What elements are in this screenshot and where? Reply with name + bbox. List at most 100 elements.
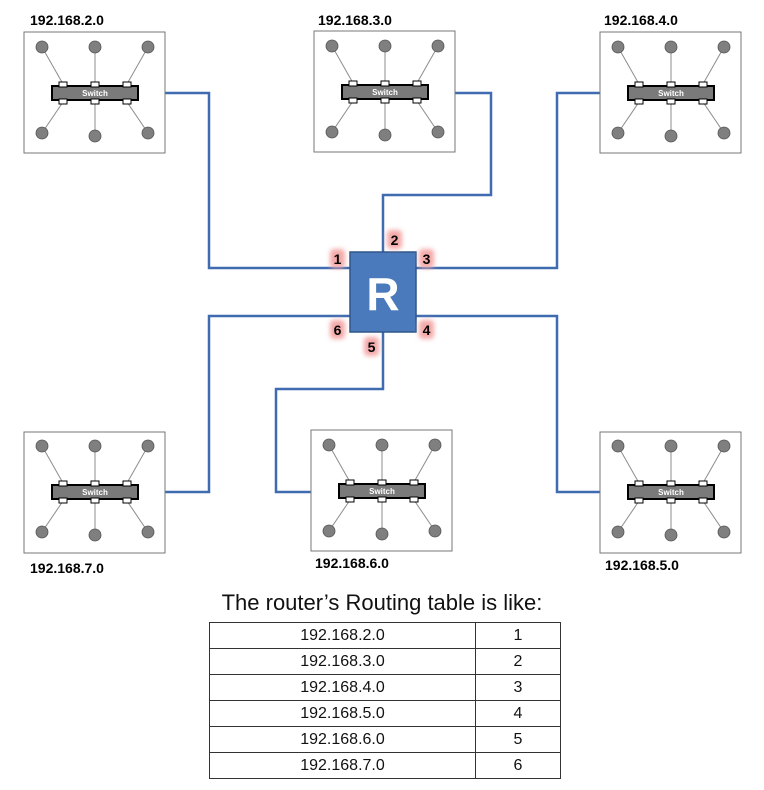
switch-port	[122, 480, 132, 487]
table-cell-network: 192.168.6.0	[209, 726, 476, 753]
link-net6-port5	[274, 332, 385, 494]
host-node	[378, 128, 392, 142]
switch-port	[90, 98, 100, 105]
host-node	[322, 438, 336, 452]
link-net5-port4	[416, 314, 630, 494]
host-link	[416, 45, 439, 84]
switch-port	[90, 497, 100, 504]
host-node	[664, 129, 678, 143]
table-row: 192.168.2.0 1	[209, 622, 561, 649]
host-node	[141, 525, 155, 539]
switch-port	[58, 81, 68, 88]
host-node	[664, 528, 678, 542]
switch-label: Switch	[82, 89, 108, 98]
switch-port	[90, 81, 100, 88]
host-node	[431, 125, 445, 139]
switch-port	[58, 497, 68, 504]
switch-port	[698, 81, 708, 88]
host-node	[35, 439, 49, 453]
switch-label: Switch	[372, 88, 398, 97]
table-row: 192.168.6.0 5	[209, 726, 561, 753]
switch-port	[666, 81, 676, 88]
table-row: 192.168.7.0 6	[209, 752, 561, 779]
switch-cluster-net4: Switch	[611, 40, 731, 143]
network-label-net6: 192.168.6.0	[315, 555, 389, 571]
table-row: 192.168.4.0 3	[209, 674, 561, 701]
switch-port	[345, 479, 355, 486]
host-link	[126, 445, 149, 484]
port-3: 3	[419, 249, 434, 268]
switch-label: Switch	[82, 488, 108, 497]
host-node	[717, 40, 731, 54]
port-labels: 1 2 3 4 5 6	[330, 230, 434, 356]
switch-port	[698, 497, 708, 504]
switch-port	[58, 480, 68, 487]
switch-port	[377, 496, 387, 503]
host-node	[664, 40, 678, 54]
host-node	[611, 439, 625, 453]
host-link	[126, 46, 149, 85]
port-4: 4	[419, 320, 434, 339]
host-node	[717, 525, 731, 539]
table-cell-port: 3	[475, 674, 561, 701]
switch-port	[58, 98, 68, 105]
host-node	[35, 525, 49, 539]
switch-port	[698, 98, 708, 105]
switch-port	[634, 497, 644, 504]
host-node	[88, 439, 102, 453]
port-3-label: 3	[423, 251, 431, 267]
switch-port	[348, 80, 358, 87]
switch-port	[90, 480, 100, 487]
network-label-net3: 192.168.3.0	[318, 12, 392, 28]
routing-table: 192.168.2.0 1 192.168.3.0 2 192.168.4.0 …	[209, 622, 561, 779]
host-node	[611, 525, 625, 539]
network-label-net5: 192.168.5.0	[605, 557, 679, 573]
switch-cluster-net3: Switch	[325, 39, 445, 142]
switch-port	[698, 480, 708, 487]
host-link	[331, 45, 354, 84]
host-link	[702, 445, 725, 484]
table-cell-port: 5	[475, 726, 561, 753]
host-link	[41, 46, 64, 85]
switch-label: Switch	[369, 487, 395, 496]
host-node	[664, 439, 678, 453]
switch-port	[666, 497, 676, 504]
port-6-label: 6	[334, 322, 342, 338]
switch-port	[380, 97, 390, 104]
switch-port	[122, 81, 132, 88]
port-6: 6	[330, 320, 345, 339]
network-label-net2: 192.168.2.0	[30, 12, 104, 28]
network-label-net4: 192.168.4.0	[604, 12, 678, 28]
table-cell-network: 192.168.4.0	[209, 674, 476, 701]
port-5-label: 5	[368, 339, 376, 355]
switch-port	[122, 98, 132, 105]
host-node	[88, 40, 102, 54]
link-net4-port3	[416, 91, 630, 270]
switch-port	[634, 98, 644, 105]
switch-port	[634, 480, 644, 487]
switch-port	[345, 496, 355, 503]
host-node	[717, 439, 731, 453]
host-link	[617, 46, 640, 85]
switch-port	[666, 98, 676, 105]
switch-cluster-net2: Switch	[35, 40, 155, 143]
table-cell-network: 192.168.3.0	[209, 648, 476, 675]
table-cell-network: 192.168.2.0	[209, 622, 476, 649]
host-node	[141, 126, 155, 140]
port-4-label: 4	[423, 322, 431, 338]
table-cell-network: 192.168.7.0	[209, 752, 476, 779]
switch-port	[409, 479, 419, 486]
network-label-net7: 192.168.7.0	[30, 560, 104, 576]
host-node	[611, 40, 625, 54]
link-lines	[137, 91, 630, 494]
host-node	[141, 40, 155, 54]
port-1-label: 1	[334, 251, 342, 267]
table-row: 192.168.3.0 2	[209, 648, 561, 675]
switch-port	[634, 81, 644, 88]
host-node	[35, 40, 49, 54]
port-2-label: 2	[391, 232, 399, 248]
table-row: 192.168.5.0 4	[209, 700, 561, 727]
switch-cluster-net7: Switch	[35, 439, 155, 542]
